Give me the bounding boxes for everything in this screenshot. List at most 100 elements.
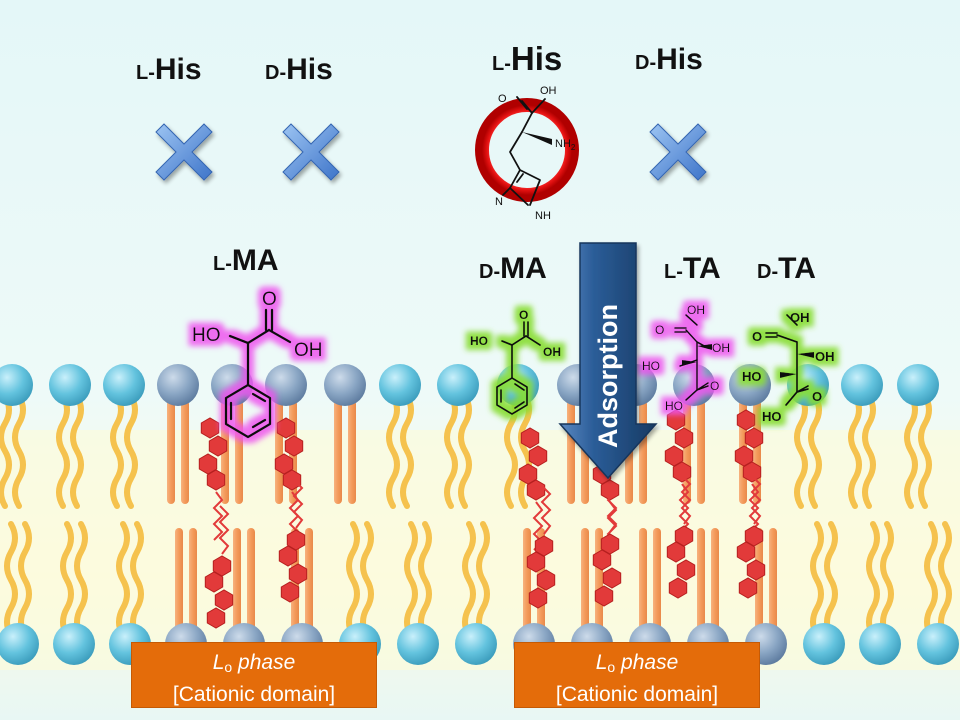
lipid-tail bbox=[523, 528, 531, 632]
l-ma-molecule: O HO OH bbox=[192, 289, 323, 439]
lipid-tail bbox=[70, 393, 84, 509]
lipid-tail bbox=[334, 400, 342, 504]
cholesterol-ring bbox=[208, 435, 228, 457]
lipid-tail bbox=[167, 400, 175, 504]
lipid-tail bbox=[305, 528, 313, 632]
lipid-tail bbox=[755, 528, 763, 632]
lipid-tail bbox=[247, 528, 255, 632]
label-d-ma: D-MA bbox=[479, 252, 547, 285]
cholesterol-tail bbox=[218, 505, 230, 555]
atom-ho: HO bbox=[470, 334, 488, 348]
cholesterol-ring bbox=[676, 559, 696, 581]
cholesterol-ring bbox=[284, 435, 304, 457]
atom-o: O bbox=[262, 289, 277, 310]
cholesterol-ring bbox=[278, 545, 298, 567]
lipid-tail bbox=[12, 393, 26, 509]
cholesterol-ring bbox=[674, 525, 694, 547]
cholesterol bbox=[526, 485, 556, 609]
label-l-his-right: L-His bbox=[492, 40, 563, 77]
atom-ring-nh: NH bbox=[535, 210, 551, 222]
cholesterol-ring bbox=[526, 479, 546, 501]
cholesterol-tail bbox=[292, 479, 304, 529]
lipid-tail bbox=[639, 400, 647, 504]
cholesterol-ring bbox=[518, 463, 538, 485]
lipid-tail bbox=[866, 521, 880, 639]
cross-mark-icon bbox=[155, 123, 213, 181]
cholesterol-ring bbox=[526, 551, 546, 573]
cholesterol-ring bbox=[534, 535, 554, 557]
lipid-tail bbox=[880, 521, 894, 639]
wedge-bond bbox=[797, 352, 814, 358]
cholesterol-ring bbox=[214, 589, 234, 611]
lipid-head bbox=[49, 364, 91, 406]
lipid-tail bbox=[386, 393, 400, 509]
atom-oh: OH bbox=[540, 85, 557, 97]
cross-mark-icon bbox=[649, 123, 707, 181]
lipid-tail bbox=[181, 400, 189, 504]
cholesterol-ring bbox=[736, 409, 756, 431]
cholesterol-tail bbox=[680, 475, 692, 525]
cholesterol bbox=[734, 409, 764, 533]
cholesterol-tail bbox=[748, 483, 760, 533]
lipid-tail bbox=[116, 521, 130, 639]
lipid-tail bbox=[110, 393, 124, 509]
atom-oh: OH bbox=[687, 303, 705, 317]
cholesterol-ring bbox=[280, 581, 300, 603]
lipid-tail bbox=[233, 528, 241, 632]
cross-mark-icon bbox=[282, 123, 340, 181]
lipid-head bbox=[437, 364, 479, 406]
cholesterol bbox=[278, 479, 308, 603]
lipid-head bbox=[841, 364, 883, 406]
cholesterol-ring bbox=[664, 445, 684, 467]
cholesterol-tail bbox=[678, 483, 690, 533]
label-d-ta: D-TA bbox=[757, 252, 816, 285]
lipid-head bbox=[917, 623, 959, 665]
l-his-molecule: O OH NH2 N NH bbox=[475, 85, 579, 222]
atom-o: O bbox=[655, 323, 664, 337]
cholesterol-ring bbox=[206, 607, 226, 629]
atom-oh: OH bbox=[790, 310, 810, 325]
lipid-tail bbox=[346, 521, 360, 639]
lipid-tail bbox=[848, 393, 862, 509]
lipid-tail bbox=[404, 521, 418, 639]
cholesterol-ring bbox=[536, 569, 556, 591]
atom-ho: HO bbox=[665, 399, 683, 413]
cholesterol-ring bbox=[600, 533, 620, 555]
atom-ho: HO bbox=[762, 409, 782, 424]
cholesterol bbox=[518, 427, 548, 551]
lipid-tail bbox=[697, 400, 705, 504]
atom-nh2: NH2 bbox=[555, 138, 576, 152]
atom-oh: OH bbox=[712, 341, 730, 355]
d-ma-molecule: O HO OH bbox=[470, 308, 561, 415]
lipid-head bbox=[379, 364, 421, 406]
cholesterol-ring bbox=[212, 555, 232, 577]
lipid-head bbox=[673, 364, 715, 406]
lipid-tail bbox=[769, 528, 777, 632]
lipid-tail bbox=[862, 393, 876, 509]
atom-n: N bbox=[495, 196, 503, 208]
lipid-head bbox=[729, 364, 771, 406]
cholesterol-ring bbox=[744, 525, 764, 547]
wedge-bond bbox=[682, 360, 697, 366]
cholesterol-ring bbox=[668, 577, 688, 599]
lipid-head bbox=[897, 364, 939, 406]
cholesterol-ring bbox=[528, 587, 548, 609]
lipid-tail bbox=[235, 400, 243, 504]
lipid-tail bbox=[639, 528, 647, 632]
cholesterol-ring bbox=[594, 585, 614, 607]
lipid-tail bbox=[189, 528, 197, 632]
phase-title: Lo phase bbox=[595, 651, 679, 675]
lipid-tail bbox=[418, 521, 432, 639]
wedge-bond bbox=[522, 132, 552, 145]
cholesterol-ring bbox=[738, 577, 758, 599]
lipid-head bbox=[455, 623, 497, 665]
lipid-tail bbox=[918, 393, 932, 509]
lipid-head bbox=[803, 623, 845, 665]
d-ta-molecule: OH O OH HO O HO bbox=[742, 310, 835, 424]
lipid-tail bbox=[348, 400, 356, 504]
atom-oh: OH bbox=[543, 345, 561, 359]
lipid-tail bbox=[653, 528, 661, 632]
lipid-head bbox=[265, 364, 307, 406]
atom-o: O bbox=[519, 308, 528, 322]
